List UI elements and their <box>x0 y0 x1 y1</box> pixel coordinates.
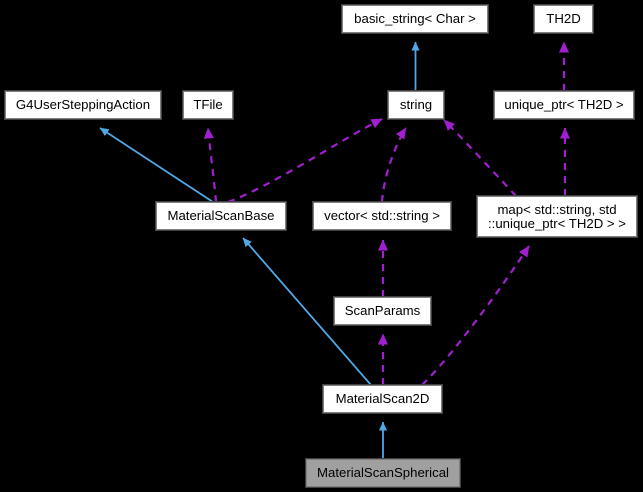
class-node-label: unique_ptr< TH2D > <box>504 97 624 112</box>
class-node-g4usersteppingaction[interactable]: G4UserSteppingAction <box>4 90 162 120</box>
edge-base-to-string <box>227 118 383 204</box>
class-node-materialscan2d[interactable]: MaterialScan2D <box>322 384 443 414</box>
class-node-label: MaterialScanSpherical <box>317 465 449 480</box>
edge-scan2d-to-base <box>242 237 372 386</box>
class-node-label: string <box>399 97 433 112</box>
class-node-label: TH2D <box>546 11 581 26</box>
class-node-label: map< std::string, std ::unique_ptr< TH2D… <box>488 201 626 231</box>
class-node-basic_string[interactable]: basic_string< Char > <box>341 4 489 34</box>
class-node-label: G4UserSteppingAction <box>15 97 151 112</box>
class-node-unique_ptr_th2d[interactable]: unique_ptr< TH2D > <box>493 90 635 120</box>
edge-scan2d-to-map <box>421 245 530 386</box>
edge-vector-to-string <box>380 127 407 203</box>
class-node-label: MaterialScanBase <box>167 208 275 223</box>
class-node-label: ScanParams <box>344 303 421 318</box>
edge-base-to-tfile <box>203 127 218 203</box>
class-node-label: basic_string< Char > <box>354 11 476 26</box>
class-node-label: MaterialScan2D <box>335 391 430 406</box>
class-node-string[interactable]: string <box>387 90 445 120</box>
class-node-label: TFile <box>193 97 223 112</box>
edge-base-to-g4usersteppingaction <box>99 127 214 203</box>
edge-map-to-string <box>443 119 517 197</box>
class-node-label: vector< std::string > <box>324 208 440 223</box>
class-node-map_string_uniqueptr[interactable]: map< std::string, std ::unique_ptr< TH2D… <box>476 195 638 238</box>
class-node-tfile[interactable]: TFile <box>182 90 234 120</box>
class-node-materialscanbase[interactable]: MaterialScanBase <box>155 201 287 231</box>
class-node-scanparams[interactable]: ScanParams <box>333 296 432 326</box>
class-node-th2d[interactable]: TH2D <box>533 4 594 34</box>
class-node-materialscanspherical[interactable]: MaterialScanSpherical <box>305 458 461 488</box>
class-node-vector_string[interactable]: vector< std::string > <box>312 201 452 231</box>
